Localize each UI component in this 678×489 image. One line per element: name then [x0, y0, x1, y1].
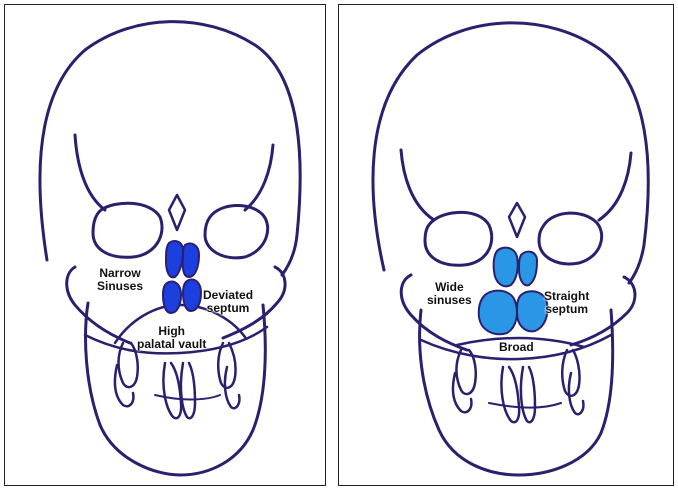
label-deviated-septum: Deviated septum	[203, 289, 253, 315]
brow-right	[245, 145, 273, 210]
orbit-right	[539, 213, 602, 264]
tooth	[521, 367, 535, 422]
tooth	[218, 343, 235, 388]
nasal-bone	[169, 195, 185, 230]
nasal-bone	[509, 203, 525, 237]
label-line: Broad	[499, 341, 534, 354]
label-narrow-sinuses: Narrow Sinuses	[97, 267, 143, 293]
skull-outline	[373, 23, 648, 283]
right-skull-drawing	[339, 5, 675, 487]
wide-sinuses	[479, 248, 548, 335]
brow-left	[75, 135, 105, 210]
orbit-right	[205, 205, 268, 257]
narrow-sinuses	[163, 241, 201, 313]
tooth	[163, 363, 181, 418]
label-line: palatal vault	[137, 338, 206, 351]
tooth	[457, 350, 476, 394]
jaw-outline	[420, 310, 613, 475]
label-wide-sinuses: Wide sinuses	[427, 281, 472, 307]
label-line: septum	[203, 302, 253, 315]
label-line: septum	[544, 303, 589, 316]
label-high-palatal-vault: High palatal vault	[137, 325, 206, 351]
skull-outline	[40, 22, 300, 275]
label-straight-septum: Straight septum	[544, 290, 589, 316]
label-line: sinuses	[427, 294, 472, 307]
brow-left	[401, 150, 434, 220]
orbit-left	[425, 212, 492, 265]
label-line: Sinuses	[97, 280, 143, 293]
orbit-left	[93, 203, 162, 257]
tooth	[501, 367, 519, 422]
tooth	[181, 363, 195, 418]
left-skull-panel: Narrow Sinuses Deviated septum High pala…	[4, 4, 326, 486]
brow-right	[599, 153, 631, 220]
left-skull-drawing	[5, 5, 327, 487]
jaw-inner	[489, 403, 561, 408]
right-skull-panel: Wide sinuses Straight septum Broad	[338, 4, 674, 486]
label-broad-palate: Broad	[499, 341, 534, 354]
